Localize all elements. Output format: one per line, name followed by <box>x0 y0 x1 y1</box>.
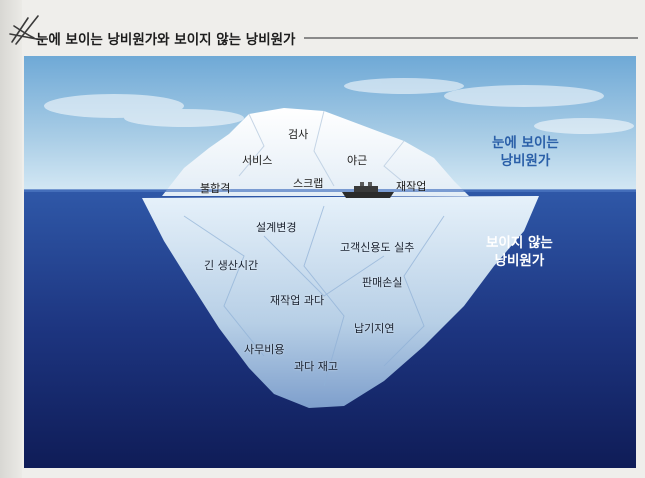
header-divider <box>304 37 638 39</box>
hidden-item-excess-inventory: 과다 재고 <box>294 360 338 373</box>
iceberg-visible-facets <box>238 110 415 192</box>
hidden-cost-heading-line1: 보이지 않는 <box>486 235 553 251</box>
visible-item-reject: 불합격 <box>200 182 231 195</box>
visible-item-scrap: 스크랩 <box>293 177 324 190</box>
visible-item-service: 서비스 <box>242 154 273 167</box>
iceberg-scene <box>24 56 636 468</box>
pencil-scribble-icon <box>9 15 43 45</box>
clouds <box>44 78 634 134</box>
hidden-item-office-cost: 사무비용 <box>244 343 285 356</box>
figure-header: 눈에 보이는 낭비원가와 보이지 않는 낭비원가 <box>8 15 638 48</box>
waterline <box>24 189 636 192</box>
iceberg-visible <box>162 108 469 196</box>
visible-item-rework: 재작업 <box>396 180 427 193</box>
hidden-cost-heading: 보이지 않는 낭비원가 <box>486 234 553 270</box>
visible-cost-heading: 눈에 보이는 낭비원가 <box>492 134 559 170</box>
hidden-item-customer-trust: 고객신용도 실추 <box>340 241 415 254</box>
hidden-item-lost-sales: 판매손실 <box>362 276 403 289</box>
figure-title: 눈에 보이는 낭비원가와 보이지 않는 낭비원가 <box>36 32 296 48</box>
visible-item-overtime: 야근 <box>347 154 368 167</box>
page-binding-edge <box>0 0 22 478</box>
visible-cost-heading-line2: 낭비원가 <box>500 153 551 169</box>
iceberg-illustration: 검사 서비스 야근 스크랩 불합격 재작업 설계변경 고객신용도 실추 긴 생산… <box>24 56 636 468</box>
iceberg-underwater-facets <box>183 205 445 387</box>
hidden-item-design-change: 설계변경 <box>256 221 297 234</box>
hidden-item-late-delivery: 납기지연 <box>354 322 395 335</box>
hidden-item-long-lead-time: 긴 생산시간 <box>204 259 259 272</box>
iceberg-underwater <box>142 196 539 408</box>
ship-icon <box>342 182 394 198</box>
hidden-cost-heading-line2: 낭비원가 <box>494 253 545 269</box>
visible-item-inspection: 검사 <box>288 128 309 141</box>
visible-cost-heading-line1: 눈에 보이는 <box>492 135 559 151</box>
hidden-item-excess-rework: 재작업 과다 <box>270 294 325 307</box>
